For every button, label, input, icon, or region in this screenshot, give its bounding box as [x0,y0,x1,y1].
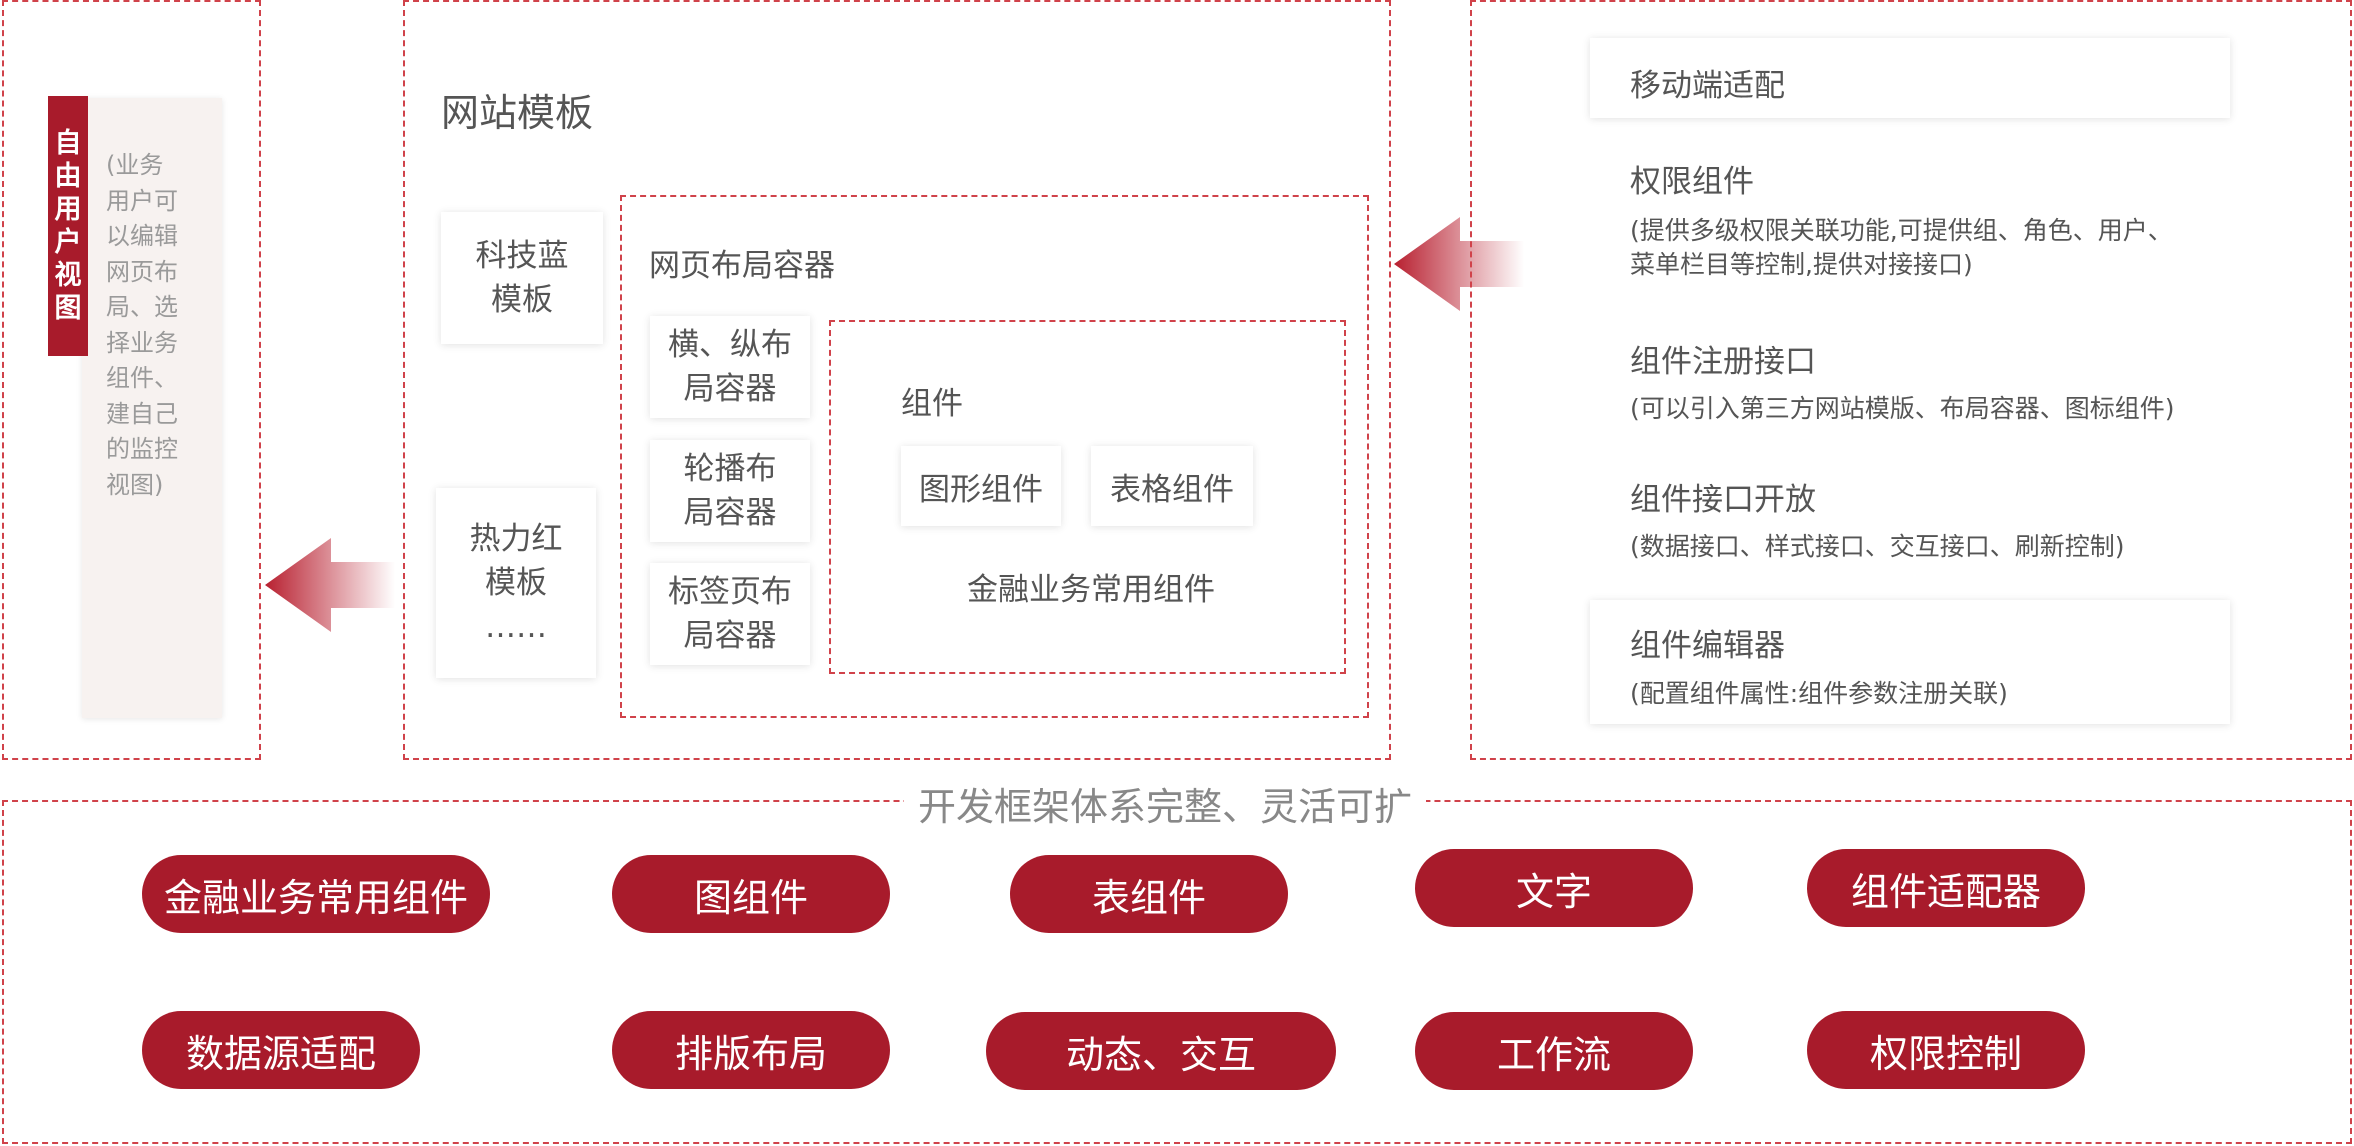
layout-container-title: 网页布局容器 [649,248,835,284]
pill-dynamic-interaction: 动态、交互 [986,1012,1336,1090]
permission-component-title: 权限组件 [1630,164,1754,200]
permission-component-desc-2: 菜单栏目等控制,提供对接接口) [1630,250,1973,279]
mobile-adapt-card: 移动端适配 [1590,38,2230,118]
left-panel [2,0,261,760]
layout-item-tabs: 标签页布 局容器 [650,563,810,665]
website-template-title: 网站模板 [441,91,594,135]
pill-chart-components: 图组件 [612,855,890,933]
layout-item-horizontal-vertical: 横、纵布 局容器 [650,316,810,418]
website-template-panel [403,0,1391,760]
layout-container-box [620,195,1369,718]
pill-layout: 排版布局 [612,1011,890,1089]
components-title: 组件 [901,386,963,422]
pill-component-adapter: 组件适配器 [1807,849,2085,927]
free-user-view-label: 自 由 用 户 视 图 [48,96,88,356]
pill-workflow: 工作流 [1415,1012,1693,1090]
component-register-title: 组件注册接口 [1630,344,1816,380]
user-view-desc-card [82,98,222,718]
arrow-left-icon [1394,217,1524,311]
component-interface-desc: (数据接口、样式接口、交互接口、刷新控制) [1630,532,2125,561]
permission-component-desc-1: (提供多级权限关联功能,可提供组、角色、用户、 [1630,216,2173,245]
pill-datasource-adapter: 数据源适配 [142,1011,420,1089]
pill-table-components: 表组件 [1010,855,1288,933]
arrow-left-icon [265,538,395,632]
pill-permission-control: 权限控制 [1807,1011,2085,1089]
framework-title: 开发框架体系完整、灵活可扩 [904,776,1427,831]
finance-components-label: 金融业务常用组件 [967,572,1215,608]
layout-item-carousel: 轮播布 局容器 [650,440,810,542]
component-interface-title: 组件接口开放 [1630,482,1816,518]
component-register-desc: (可以引入第三方网站模版、布局容器、图标组件) [1630,394,2175,423]
capabilities-panel [1470,0,2352,760]
components-box [829,320,1346,674]
graph-component-card: 图形组件 [901,446,1061,526]
user-view-description: (业务 用户可 以编辑 网页布 局、选 择业务 组件、 建自己 的监控 视图) [106,151,178,499]
tech-blue-template-card: 科技蓝 模板 [441,212,603,344]
component-editor-card: 组件编辑器 (配置组件属性:组件参数注册关联) [1590,600,2230,724]
pill-text: 文字 [1415,849,1693,927]
pill-finance-components: 金融业务常用组件 [142,855,490,933]
table-component-card: 表格组件 [1091,446,1253,526]
heat-red-template-card: 热力红 模板 …… [436,488,596,678]
